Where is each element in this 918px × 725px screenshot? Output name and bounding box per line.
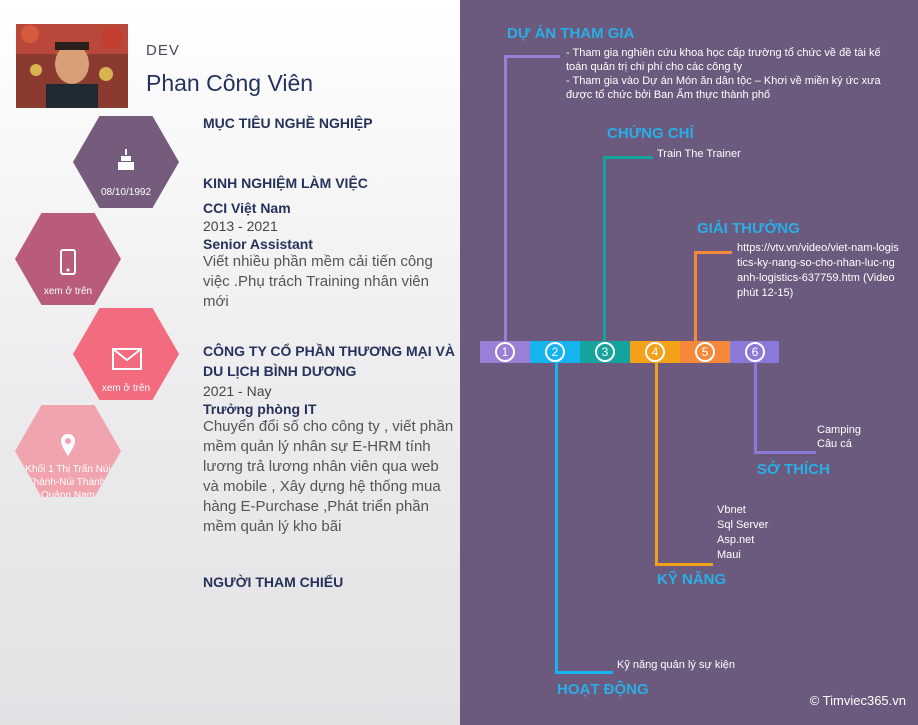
hobbies-connector-h bbox=[754, 451, 816, 454]
hobbies-item: Camping bbox=[817, 424, 862, 436]
job-role: DEV bbox=[146, 42, 180, 59]
job-company: CÔNG TY CỔ PHẦN THƯƠNG MẠI VÀ DU LỊCH BÌ… bbox=[203, 343, 455, 379]
projects-item: - Tham gia vào Dự án Món ăn dân tộc – Kh… bbox=[566, 75, 881, 101]
phone-hexagon: xem ở trên bbox=[15, 213, 121, 305]
birthday-text: 08/10/1992 bbox=[100, 187, 152, 198]
certificates-title: CHỨNG CHỈ bbox=[607, 125, 694, 142]
location-pin-icon bbox=[61, 434, 75, 456]
projects-title: DỰ ÁN THAM GIA bbox=[507, 25, 635, 42]
projects-connector-v bbox=[504, 55, 507, 345]
projects-list: - Tham gia nghiên cứu khoa học cấp trườn… bbox=[566, 46, 891, 102]
timeline-number-3: 3 bbox=[595, 342, 615, 362]
skills-list: Vbnet Sql Server Asp.net Maui bbox=[717, 503, 768, 563]
projects-item: - Tham gia nghiên cứu khoa học cấp trườn… bbox=[566, 47, 881, 73]
timeline-number-1: 1 bbox=[495, 342, 515, 362]
projects-connector-h bbox=[504, 55, 560, 58]
awards-item: https://vtv.vn/video/viet-nam-logistics-… bbox=[737, 242, 899, 299]
person-name: Phan Công Viên bbox=[146, 70, 314, 96]
certificates-connector-h bbox=[603, 156, 653, 159]
experience-heading: KINH NGHIỆM LÀM VIỆC bbox=[203, 175, 368, 191]
envelope-icon bbox=[112, 348, 142, 370]
phone-text: xem ở trên bbox=[43, 286, 93, 297]
hobbies-title: SỞ THÍCH bbox=[757, 461, 830, 478]
credit-text: © Timviec365.vn bbox=[809, 693, 906, 708]
job-description: Viết nhiều phần mềm cải tiến công việc .… bbox=[203, 253, 433, 310]
email-hexagon: xem ở trên bbox=[73, 308, 179, 400]
job-company: CCI Việt Nam bbox=[203, 200, 291, 216]
job-1: CCI Việt Nam 2013 - 2021 Senior Assistan… bbox=[203, 200, 455, 312]
cake-icon bbox=[118, 149, 134, 170]
activities-title: HOẠT ĐỘNG bbox=[557, 681, 649, 698]
skills-connector-v bbox=[655, 360, 658, 565]
certificates-connector-v bbox=[603, 156, 606, 345]
email-text: xem ở trên bbox=[101, 383, 151, 394]
avatar bbox=[16, 24, 128, 108]
left-panel: DEV Phan Công Viên 08/10/1992 xem ở trên… bbox=[0, 0, 460, 725]
objective-heading: MỤC TIÊU NGHỀ NGHIỆP bbox=[203, 115, 373, 131]
activities-item: Kỹ năng quản lý sự kiện bbox=[617, 659, 736, 671]
activities-connector-h bbox=[555, 671, 613, 674]
job-period: 2013 - 2021 bbox=[203, 218, 278, 234]
avatar-photo-icon bbox=[16, 24, 128, 108]
certificates-item: Train The Trainer bbox=[657, 148, 741, 160]
skills-item: Vbnet bbox=[717, 504, 746, 516]
skills-item: Sql Server bbox=[717, 519, 769, 531]
skills-connector-h bbox=[655, 563, 713, 566]
awards-title: GIẢI THƯỞNG bbox=[697, 220, 800, 237]
job-period: 2021 - Nay bbox=[203, 383, 272, 399]
timeline-number-5: 5 bbox=[695, 342, 715, 362]
birthday-hexagon: 08/10/1992 bbox=[73, 116, 179, 208]
job-title: Senior Assistant bbox=[203, 236, 313, 252]
hobbies-item: Câu cá bbox=[817, 438, 852, 450]
awards-connector-h bbox=[694, 251, 732, 254]
skills-title: KỸ NĂNG bbox=[657, 571, 727, 588]
timeline-number-4: 4 bbox=[645, 342, 665, 362]
timeline-number-2: 2 bbox=[545, 342, 565, 362]
phone-icon bbox=[60, 249, 76, 275]
address-text: Khối 1 Thị Trấn Núi Thành-Núi Thành-Quản… bbox=[25, 464, 111, 501]
timeline-number-6: 6 bbox=[745, 342, 765, 362]
activities-connector-v bbox=[555, 360, 558, 673]
job-2: CÔNG TY CỔ PHẦN THƯƠNG MẠI VÀ DU LỊCH BÌ… bbox=[203, 341, 455, 537]
skills-item: Asp.net bbox=[717, 534, 755, 546]
hobbies-connector-v bbox=[754, 360, 757, 453]
job-title: Trưởng phòng IT bbox=[203, 401, 317, 417]
hobbies-list: Camping Câu cá bbox=[817, 423, 861, 451]
awards-connector-v bbox=[694, 251, 697, 345]
references-heading: NGƯỜI THAM CHIẾU bbox=[203, 574, 344, 590]
address-hexagon: Khối 1 Thị Trấn Núi Thành-Núi Thành-Quản… bbox=[15, 405, 121, 497]
skills-item: Maui bbox=[717, 549, 741, 561]
job-description: Chuyển đổi số cho công ty , viết phần mề… bbox=[203, 418, 454, 535]
